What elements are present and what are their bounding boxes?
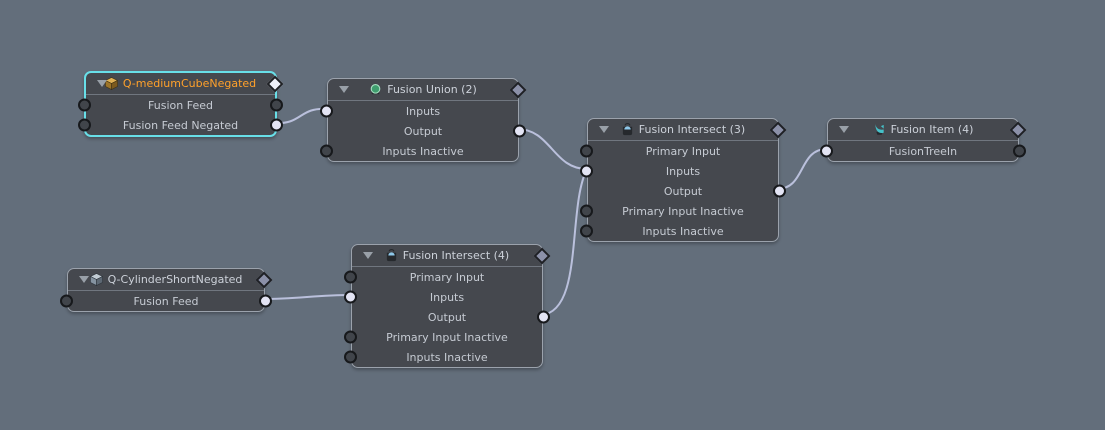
node-title: Fusion Intersect (3) xyxy=(638,123,746,136)
input-port[interactable] xyxy=(344,290,357,304)
node-row[interactable]: Inputs xyxy=(580,161,778,181)
node-title: Q-CylinderShortNegated xyxy=(107,273,243,286)
node-row[interactable]: Inputs xyxy=(344,287,542,307)
input-port[interactable] xyxy=(320,104,333,118)
input-port[interactable] xyxy=(580,164,593,178)
connection-wire[interactable] xyxy=(776,148,828,190)
collapse-triangle-icon[interactable] xyxy=(363,252,373,259)
node-header[interactable]: Fusion Intersect (3) xyxy=(588,119,787,141)
boolean-intersect-icon xyxy=(621,123,634,136)
row-label: FusionTreeIn xyxy=(888,144,958,158)
boolean-union-icon xyxy=(369,83,382,96)
input-port[interactable] xyxy=(580,224,593,238)
input-port[interactable] xyxy=(344,350,357,364)
node-header[interactable]: Q-mediumCubeNegated xyxy=(86,73,284,95)
input-port[interactable] xyxy=(820,144,833,158)
node-row[interactable]: Primary Input Inactive xyxy=(344,327,542,347)
connection-wire[interactable] xyxy=(516,128,588,170)
node-title: Fusion Item (4) xyxy=(890,123,974,136)
output-port[interactable] xyxy=(537,310,550,324)
row-label: Output xyxy=(663,184,703,198)
node-row[interactable]: Primary Input Inactive xyxy=(580,201,778,221)
output-port[interactable] xyxy=(513,124,526,138)
node-row[interactable]: Fusion Feed xyxy=(78,95,283,115)
node-title: Q-mediumCubeNegated xyxy=(122,77,257,90)
node-fusion-union-2[interactable]: Fusion Union (2) Inputs Output Inputs In… xyxy=(320,78,527,162)
input-port[interactable] xyxy=(78,118,91,132)
node-fusion-intersect-4[interactable]: Fusion Intersect (4) Primary Input Input… xyxy=(344,244,551,368)
node-row[interactable]: Output xyxy=(588,181,786,201)
node-row[interactable]: Fusion Feed Negated xyxy=(78,115,283,135)
node-row[interactable]: Inputs xyxy=(320,101,518,121)
node-row[interactable]: Primary Input xyxy=(580,141,778,161)
input-port[interactable] xyxy=(344,330,357,344)
node-row[interactable]: Inputs Inactive xyxy=(320,141,518,161)
node-row[interactable]: Output xyxy=(352,307,550,327)
collapse-triangle-icon[interactable] xyxy=(839,126,849,133)
collapse-triangle-icon[interactable] xyxy=(79,276,89,283)
row-label: Inputs xyxy=(405,104,441,118)
row-label: Fusion Feed xyxy=(148,98,213,112)
row-label: Inputs Inactive xyxy=(382,144,464,158)
output-port[interactable] xyxy=(270,118,283,132)
connection-wire[interactable] xyxy=(540,168,588,316)
input-port[interactable] xyxy=(580,204,593,218)
node-row[interactable]: Inputs Inactive xyxy=(344,347,542,367)
node-q-cylinder-short-negated[interactable]: Q-CylinderShortNegated Fusion Feed xyxy=(60,268,273,312)
node-row[interactable]: Fusion Feed xyxy=(60,291,272,311)
node-header[interactable]: Fusion Intersect (4) xyxy=(352,245,551,267)
fusion-item-icon xyxy=(873,123,886,136)
input-port[interactable] xyxy=(580,144,593,158)
node-title: Fusion Union (2) xyxy=(387,83,477,96)
node-row[interactable]: FusionTreeIn xyxy=(820,141,1026,161)
row-label: Primary Input xyxy=(645,144,721,158)
row-label: Output xyxy=(403,124,443,138)
mesh-cube-gray-icon xyxy=(89,273,103,286)
row-label: Output xyxy=(427,310,467,324)
node-title: Fusion Intersect (4) xyxy=(402,249,510,262)
row-label: Primary Input Inactive xyxy=(622,204,744,218)
collapse-triangle-icon[interactable] xyxy=(97,80,107,87)
output-port[interactable] xyxy=(773,184,786,198)
input-port[interactable] xyxy=(60,294,73,308)
node-fusion-intersect-3[interactable]: Fusion Intersect (3) Primary Input Input… xyxy=(580,118,787,242)
row-label: Primary Input xyxy=(409,270,485,284)
node-header[interactable]: Q-CylinderShortNegated xyxy=(68,269,273,291)
node-fusion-item-4[interactable]: Fusion Item (4) FusionTreeIn xyxy=(820,118,1027,162)
row-label: Inputs xyxy=(665,164,701,178)
input-port[interactable] xyxy=(344,270,357,284)
collapse-triangle-icon[interactable] xyxy=(339,86,349,93)
boolean-intersect-icon xyxy=(385,249,398,262)
row-label: Inputs xyxy=(429,290,465,304)
row-label: Fusion Feed Negated xyxy=(122,118,239,132)
output-port[interactable] xyxy=(259,294,272,308)
output-port[interactable] xyxy=(1013,144,1026,158)
row-label: Primary Input Inactive xyxy=(386,330,508,344)
node-row[interactable]: Output xyxy=(328,121,526,141)
output-port[interactable] xyxy=(270,98,283,112)
node-row[interactable]: Inputs Inactive xyxy=(580,221,778,241)
node-header[interactable]: Fusion Union (2) xyxy=(328,79,527,101)
input-port[interactable] xyxy=(320,144,333,158)
input-port[interactable] xyxy=(78,98,91,112)
node-header[interactable]: Fusion Item (4) xyxy=(828,119,1027,141)
node-row[interactable]: Primary Input xyxy=(344,267,542,287)
node-q-medium-cube-negated[interactable]: Q-mediumCubeNegated Fusion Feed Fusion F… xyxy=(78,71,284,137)
row-label: Inputs Inactive xyxy=(642,224,724,238)
row-label: Fusion Feed xyxy=(133,294,199,308)
connection-wire[interactable] xyxy=(262,294,352,300)
collapse-triangle-icon[interactable] xyxy=(599,126,609,133)
row-label: Inputs Inactive xyxy=(406,350,488,364)
